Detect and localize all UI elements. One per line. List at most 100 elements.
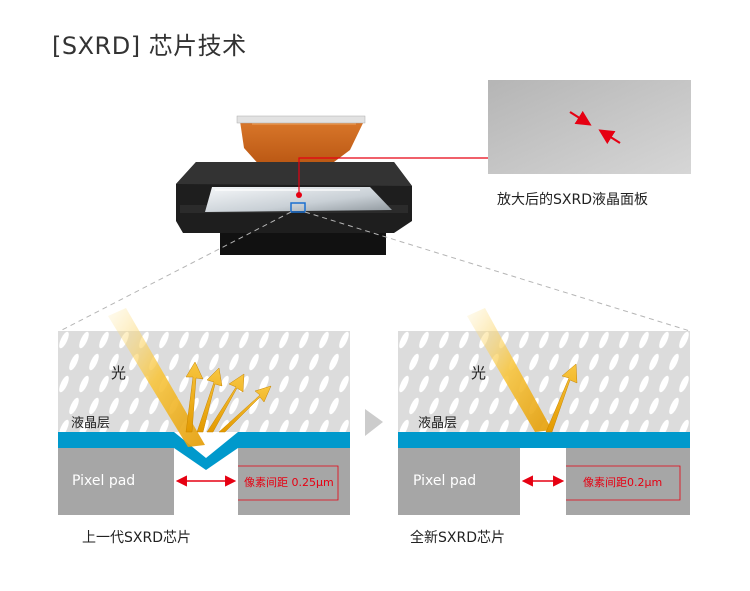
lc-molecule (179, 331, 189, 349)
zoomed-pixel (590, 46, 614, 72)
right-cross-section (398, 308, 690, 515)
lc-molecule (269, 353, 279, 371)
lc-molecule (549, 397, 559, 415)
zoomed-pixel (639, 28, 663, 54)
zoomed-pixel (684, 33, 708, 59)
zoomed-pixel (545, 41, 569, 67)
lc-molecule (399, 419, 409, 432)
zoomed-pixel (444, 227, 468, 253)
lc-molecule (69, 397, 79, 415)
lc-molecule (259, 419, 269, 432)
lc-molecule (89, 397, 99, 415)
lc-molecule (609, 353, 619, 371)
lc-molecule (219, 375, 229, 393)
lc-molecule (539, 331, 549, 349)
zoomed-pixel (688, 10, 712, 36)
lc-molecule (659, 375, 669, 393)
projection-lines (59, 211, 691, 332)
lc-molecule (559, 331, 569, 349)
lc-molecule (569, 397, 579, 415)
pixel-pad-right-b (566, 448, 690, 515)
zoomed-lcd-panel (440, 0, 720, 276)
lc-molecule (619, 419, 629, 432)
lc-molecule (249, 397, 259, 415)
lc-molecule (169, 353, 179, 371)
zoomed-pixel (692, 0, 716, 13)
lc-molecule (259, 331, 269, 349)
zoomed-pixel (696, 92, 720, 118)
lc-molecule (639, 375, 649, 393)
zoomed-pixel (635, 51, 659, 77)
zoomed-pixel (688, 138, 712, 164)
pixel-pad-label-left: Pixel pad (72, 473, 136, 489)
flex-cable (240, 121, 364, 168)
light-label-left: 光 (111, 364, 127, 382)
lc-molecule (609, 397, 619, 415)
lc-layer-label-right: 液晶层 (418, 416, 458, 431)
lc-molecule (109, 353, 119, 371)
lc-molecule (159, 419, 169, 432)
zoomed-pixel (472, 195, 496, 221)
lc-molecule (579, 375, 589, 393)
lc-molecule (479, 375, 489, 393)
lc-molecule (419, 419, 429, 432)
lc-molecule (499, 419, 509, 432)
lc-molecule (239, 331, 249, 349)
pixel-pad-left-b (238, 448, 350, 515)
lc-molecule (209, 397, 219, 415)
zoomed-pixel (570, 32, 594, 58)
zoomed-pixel (493, 209, 517, 235)
lc-molecule (679, 375, 689, 393)
lc-molecule (439, 419, 449, 432)
zoomed-pixel (468, 218, 492, 244)
lc-molecule (219, 331, 229, 349)
lc-molecule (159, 331, 169, 349)
lc-molecule (539, 375, 549, 393)
lc-molecule (519, 331, 529, 349)
lc-molecule (119, 375, 129, 393)
lc-molecule (279, 331, 289, 349)
lc-molecule (409, 397, 419, 415)
lc-molecule (599, 331, 609, 349)
left-cross-section (58, 308, 350, 515)
pixel-pad-right-a (398, 448, 520, 515)
zoomed-pixel (692, 115, 716, 141)
lc-molecule (59, 375, 69, 393)
lc-molecule (59, 331, 69, 349)
right-panel-caption: 全新SXRD芯片 (410, 530, 505, 546)
lc-layer-right (398, 432, 690, 448)
lc-molecule (599, 375, 609, 393)
lc-molecule (309, 353, 319, 371)
lc-molecule (109, 397, 119, 415)
zoomed-pixel (643, 5, 667, 31)
lc-molecule (209, 353, 219, 371)
lc-molecule (679, 419, 689, 432)
lc-molecule (579, 331, 589, 349)
lc-molecule (649, 397, 659, 415)
page-title: [SXRD] 芯片技术 (52, 32, 247, 60)
lc-molecule (589, 353, 599, 371)
lc-molecule (559, 375, 569, 393)
lc-molecule (619, 375, 629, 393)
zoomed-pixel (659, 42, 683, 68)
reflected-light-right (545, 363, 578, 433)
pixel-pitch-label-left: 像素间距 0.25μm (244, 476, 334, 489)
light-beam-left (108, 308, 205, 447)
lc-molecule (279, 375, 289, 393)
lc-molecule (299, 331, 309, 349)
lc-molecule (69, 353, 79, 371)
zoomed-pixel (448, 204, 472, 230)
lc-molecule (279, 419, 289, 432)
lc-molecule (229, 397, 239, 415)
zoomed-pixel (594, 23, 618, 49)
lc-molecule (459, 331, 469, 349)
zoomed-pixel (619, 14, 643, 40)
lc-molecule (439, 375, 449, 393)
zoomed-pixel (440, 250, 464, 276)
lc-molecule (89, 353, 99, 371)
lc-molecule (269, 397, 279, 415)
lc-molecule (299, 375, 309, 393)
lc-molecule (339, 375, 349, 393)
lc-molecule (519, 419, 529, 432)
